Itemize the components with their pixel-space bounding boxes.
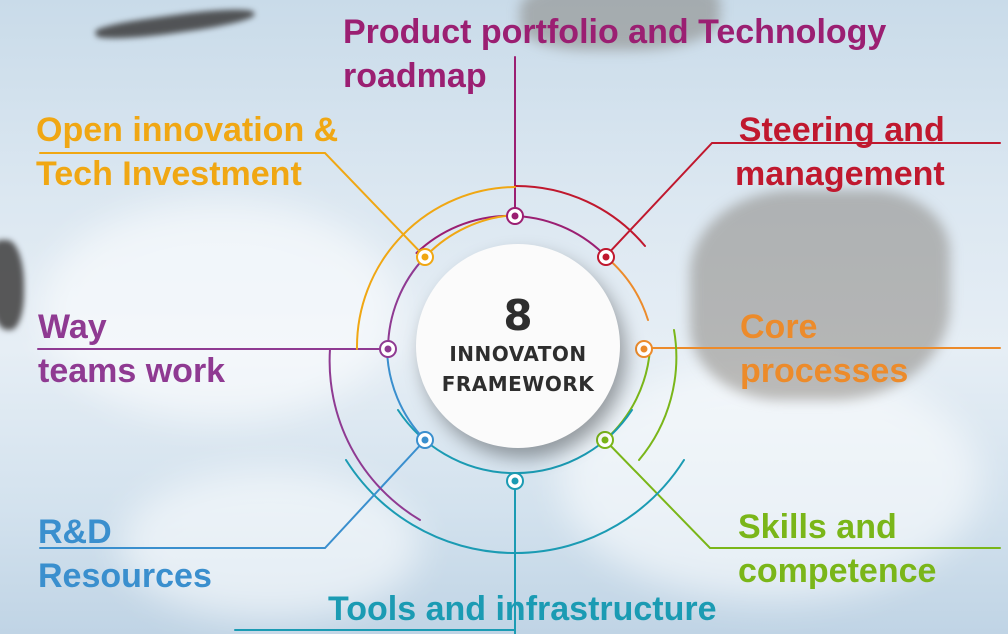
connector-line [514, 184, 646, 247]
label-core-processes: Core processes [740, 305, 908, 393]
connector-line [604, 439, 1001, 549]
background-rock [690, 190, 950, 400]
label-open-innovation: Open innovation & Tech Investment [36, 108, 338, 196]
node-steering [597, 248, 615, 266]
connector-line [39, 152, 426, 258]
label-open-line2: Tech Investment [36, 155, 302, 193]
background-cloud [120, 470, 420, 620]
label-way-line2: teams work [38, 352, 226, 390]
label-core-line1: Core [740, 308, 818, 346]
connector-line [386, 348, 426, 441]
label-skills-line2: competence [738, 552, 937, 590]
connector-line [638, 329, 678, 461]
node-way [379, 340, 397, 358]
label-rd-line1: R&D [38, 513, 112, 551]
center-title-line2: FRAMEWORK [441, 372, 595, 396]
label-open-line1: Open innovation & [36, 111, 339, 149]
connector-line [424, 214, 516, 258]
label-steering-line2: management [735, 155, 945, 193]
label-core-line2: processes [740, 352, 909, 390]
label-steering: Steering and management [735, 108, 945, 196]
label-rd-line2: Resources [38, 557, 212, 595]
background-cloud [560, 360, 980, 600]
label-way-line1: Way [38, 308, 107, 346]
connector-line [39, 439, 426, 549]
node-core [635, 340, 653, 358]
connector-line [604, 142, 1001, 258]
connector-line [328, 348, 421, 521]
label-steering-line1: Steering and [738, 111, 945, 149]
label-tools-infrastructure: Tools and infrastructure [328, 587, 717, 631]
connector-line [355, 186, 516, 350]
background-cloud [40, 200, 400, 420]
center-badge: 8 INNOVATON FRAMEWORK [416, 244, 620, 448]
center-number: 8 [503, 291, 533, 340]
label-skills-line1: Skills and [738, 508, 897, 546]
background-rock [520, 0, 720, 50]
node-product [506, 207, 524, 225]
label-product-line2: roadmap [343, 57, 487, 95]
node-rd [416, 431, 434, 449]
label-way-teams-work: Way teams work [38, 305, 225, 393]
label-tools-line1: Tools and infrastructure [328, 590, 717, 628]
label-product-portfolio: Product portfolio and Technology roadmap [343, 10, 886, 98]
label-product-line1: Product portfolio and Technology [343, 13, 887, 51]
node-tools [506, 472, 524, 490]
label-skills-competence: Skills and competence [738, 505, 936, 593]
label-rd-resources: R&D Resources [38, 510, 212, 598]
node-open [416, 248, 434, 266]
node-skills [596, 431, 614, 449]
connector-line [387, 256, 426, 350]
center-title-line1: INNOVATON [449, 342, 587, 366]
